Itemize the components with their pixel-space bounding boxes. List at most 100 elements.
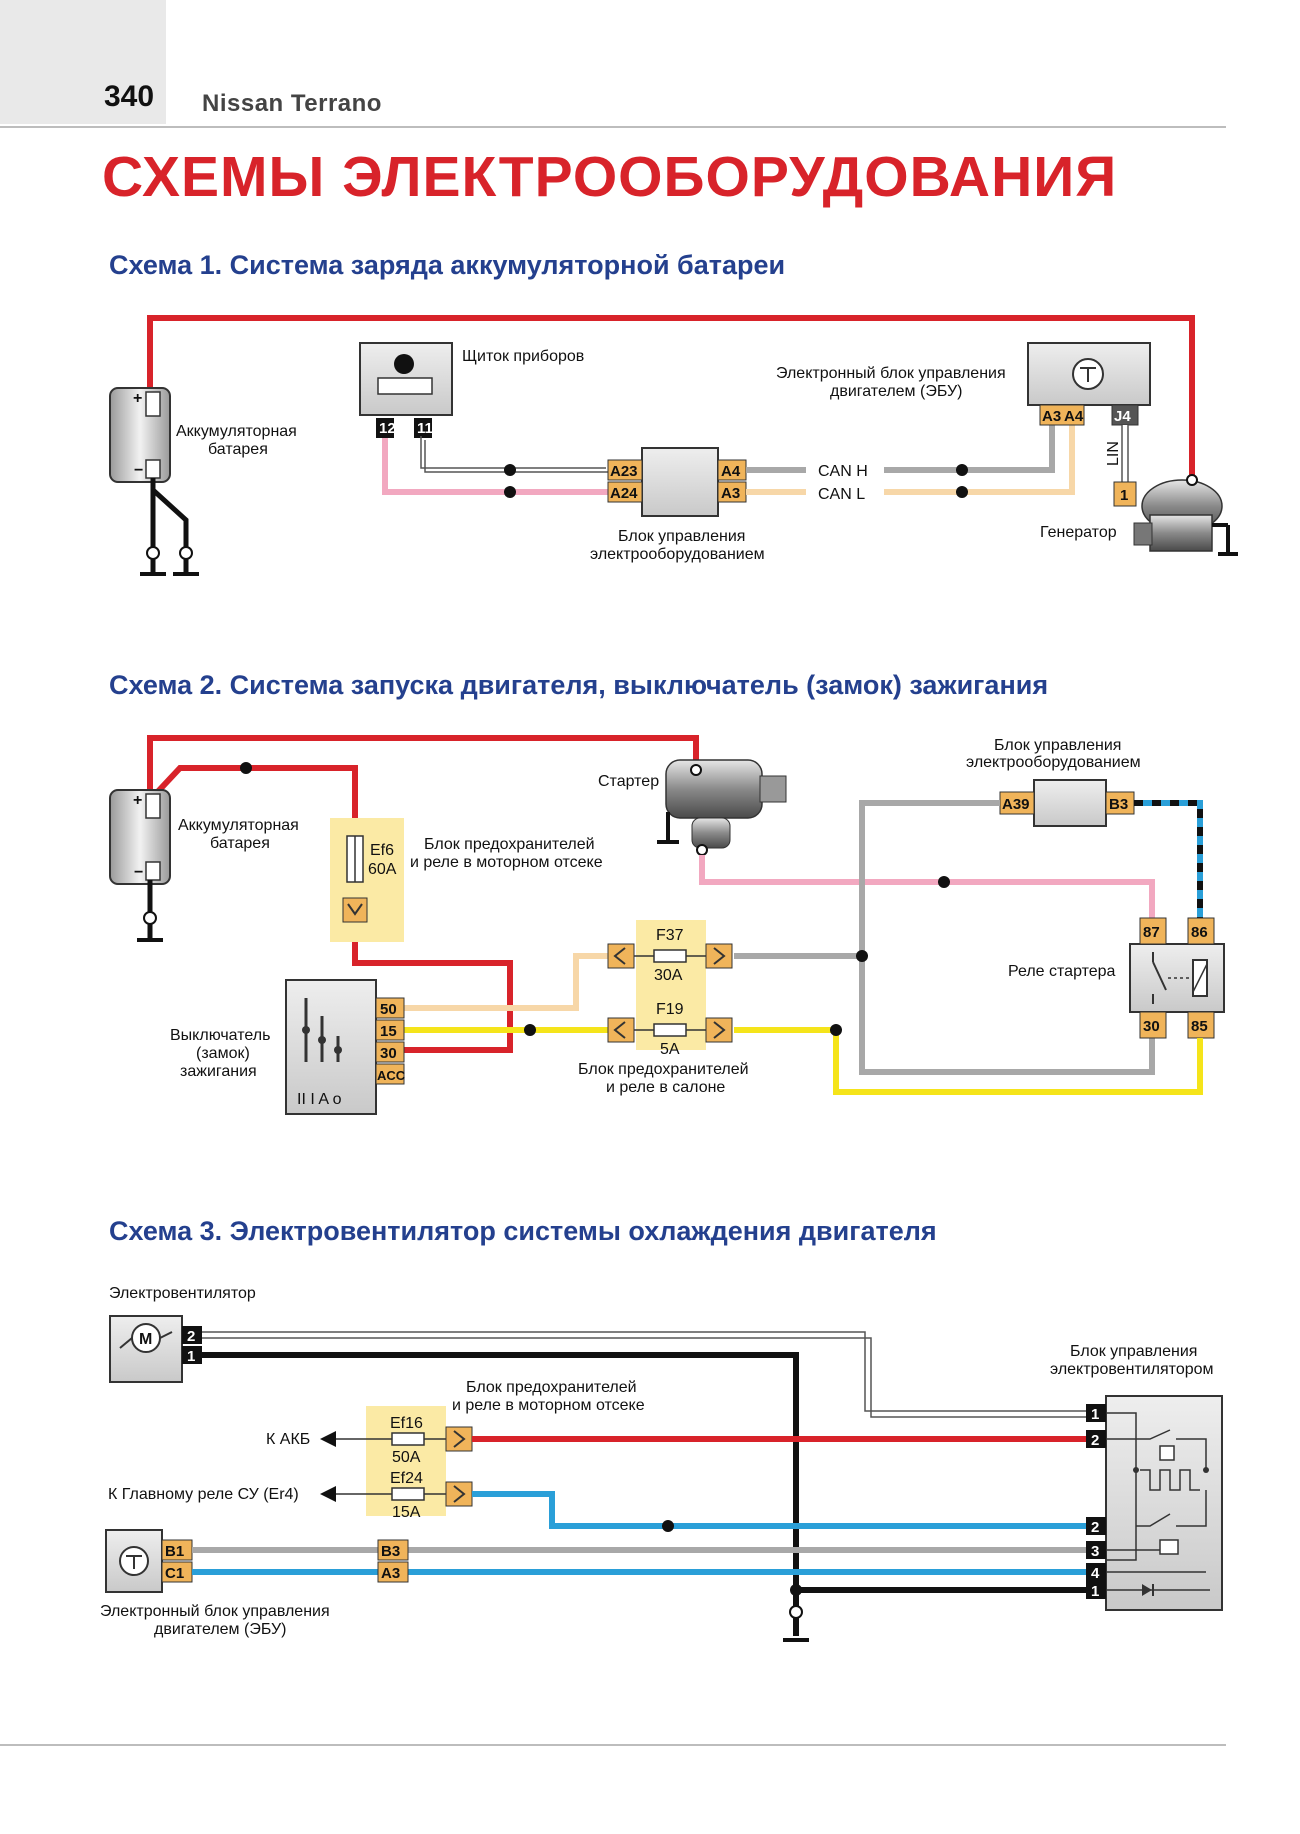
bcm-pin-b3: B3 bbox=[1109, 796, 1128, 813]
svg-text:50A: 50A bbox=[392, 1449, 421, 1466]
fuse-ef6: Ef6 60A bbox=[330, 818, 404, 942]
svg-text:Ef6: Ef6 bbox=[370, 842, 394, 859]
bcm-pin-a3: A3 bbox=[721, 485, 740, 502]
book-title: Nissan Terrano bbox=[202, 90, 382, 117]
scheme2-starter bbox=[657, 759, 787, 856]
scheme2-starter-label: Стартер bbox=[598, 773, 659, 790]
svg-text:60A: 60A bbox=[368, 861, 397, 878]
scheme3-diagram: Электровентилятор M 2 1 Блок предохранит… bbox=[100, 1285, 1223, 1642]
scheme2-diagram: + − Аккумуляторная батарея Ef6 60A Блок … bbox=[109, 735, 1225, 1115]
switch-positions: II I A o bbox=[297, 1091, 342, 1108]
svg-text:−: − bbox=[134, 462, 143, 479]
relay-pin-86: 86 bbox=[1191, 924, 1208, 941]
scheme2-bcm: A39 B3 bbox=[999, 779, 1135, 827]
scheme3-ecu-label: Электронный блок управления двигателем (… bbox=[100, 1603, 334, 1638]
scheme2-ignition-switch: 50 15 30 ACC II I A o bbox=[285, 979, 406, 1115]
scheme1-battery: + − bbox=[109, 387, 199, 576]
motor-symbol: M bbox=[139, 1331, 152, 1348]
fan-pin-1: 1 bbox=[187, 1348, 195, 1365]
svg-text:Ef16: Ef16 bbox=[390, 1415, 423, 1432]
scheme2-relay-label: Реле стартера bbox=[1008, 963, 1116, 980]
lin-label: LIN bbox=[1105, 441, 1122, 466]
cluster-pin-12: 12 bbox=[379, 420, 396, 437]
scheme2-battery-label: Аккумуляторная батарея bbox=[178, 817, 303, 852]
to-main-relay-label: К Главному реле СУ (Er4) bbox=[108, 1486, 299, 1503]
scheme1-generator: 1 bbox=[1113, 474, 1238, 556]
scheme2-engine-fusebox-label: Блок предохранителей и реле в моторном о… bbox=[410, 836, 603, 871]
scheme3-fan-controller: 1 2 2 3 4 1 bbox=[1086, 1395, 1223, 1611]
bcm-pin-a23: A23 bbox=[610, 463, 638, 480]
relay-pin-85: 85 bbox=[1191, 1018, 1208, 1035]
bcm-pin-a39: A39 bbox=[1002, 796, 1030, 813]
header-rule bbox=[0, 126, 1226, 128]
scheme1-battery-label: Аккумуляторная батарея bbox=[176, 423, 301, 458]
svg-text:+: + bbox=[133, 390, 142, 407]
switch-pin-50: 50 bbox=[380, 1001, 397, 1018]
fuse-f37: F37 30A bbox=[607, 927, 733, 984]
svg-text:+: + bbox=[133, 792, 142, 809]
scheme1-generator-label: Генератор bbox=[1040, 524, 1117, 541]
to-battery-label: К АКБ bbox=[266, 1431, 310, 1448]
ecu-pin-c1: C1 bbox=[165, 1565, 184, 1582]
scheme3-ecu: B1 C1 bbox=[105, 1529, 193, 1593]
scheme1-cluster-label: Щиток приборов bbox=[462, 348, 584, 365]
page-number: 340 bbox=[104, 80, 155, 113]
switch-pin-acc: ACC bbox=[377, 1068, 406, 1083]
scheme1-instrument-cluster: 12 11 bbox=[359, 342, 453, 438]
ctrl-pin-1a: 1 bbox=[1091, 1406, 1099, 1423]
svg-text:F19: F19 bbox=[656, 1001, 684, 1018]
fan-pin-2: 2 bbox=[187, 1328, 195, 1345]
scheme3-fusebox-label: Блок предохранителей и реле в моторном о… bbox=[452, 1379, 645, 1414]
scheme2-battery: + − bbox=[109, 789, 171, 942]
svg-text:30A: 30A bbox=[654, 967, 683, 984]
svg-text:Ef24: Ef24 bbox=[390, 1470, 423, 1487]
mid-pin-b3: B3 bbox=[381, 1543, 400, 1560]
page-corner-tab bbox=[0, 0, 166, 124]
scheme2-cabin-fusebox-label: Блок предохранителей и реле в салоне bbox=[578, 1061, 753, 1096]
scheme1-bcm-label: Блок управления электрооборудованием bbox=[590, 528, 765, 563]
fuse-f19: F19 5A bbox=[607, 1001, 733, 1058]
svg-text:−: − bbox=[134, 864, 143, 881]
scheme2-switch-label: Выключатель (замок) зажигания bbox=[170, 1027, 275, 1080]
ecu-pin-a4: A4 bbox=[1064, 408, 1084, 425]
scheme2-starter-relay: 87 86 30 85 bbox=[1129, 917, 1225, 1039]
fuse-ef16: Ef16 50A bbox=[320, 1415, 473, 1466]
bcm-pin-a4: A4 bbox=[721, 463, 741, 480]
ecu-pin-b1: B1 bbox=[165, 1543, 184, 1560]
scheme1-bcm: A23 A24 A4 A3 bbox=[607, 447, 747, 517]
ctrl-pin-2b: 2 bbox=[1091, 1519, 1099, 1536]
mid-pin-a3: A3 bbox=[381, 1565, 400, 1582]
svg-text:5A: 5A bbox=[660, 1041, 680, 1058]
scheme1-ecu-label: Электронный блок управления двигателем (… bbox=[776, 365, 1010, 400]
generator-pin-1: 1 bbox=[1120, 487, 1128, 504]
switch-pin-15: 15 bbox=[380, 1023, 397, 1040]
ctrl-pin-4: 4 bbox=[1091, 1565, 1100, 1582]
svg-text:15A: 15A bbox=[392, 1504, 421, 1521]
scheme3-fan-motor: M 2 1 bbox=[109, 1315, 202, 1383]
svg-text:F37: F37 bbox=[656, 927, 684, 944]
fuse-ef24: Ef24 15A bbox=[320, 1470, 473, 1521]
scheme1-ecu: A3 A4 J4 bbox=[1027, 342, 1151, 426]
footer-rule bbox=[0, 1744, 1226, 1746]
ctrl-pin-2a: 2 bbox=[1091, 1432, 1099, 1449]
page-title: СХЕМЫ ЭЛЕКТРООБОРУДОВАНИЯ bbox=[102, 145, 1118, 209]
scheme1-diagram: + − Аккумуляторная батарея 12 11 Щиток п… bbox=[109, 315, 1238, 576]
cluster-pin-11: 11 bbox=[417, 420, 433, 437]
relay-pin-30: 30 bbox=[1143, 1018, 1160, 1035]
switch-pin-30: 30 bbox=[380, 1045, 397, 1062]
relay-pin-87: 87 bbox=[1143, 924, 1160, 941]
can-h-label: CAN H bbox=[818, 463, 868, 480]
ecu-pin-j4: J4 bbox=[1114, 408, 1131, 425]
scheme3-title: Схема 3. Электровентилятор системы охлаж… bbox=[109, 1216, 937, 1246]
scheme2-bcm-label: Блок управления электрооборудованием bbox=[966, 737, 1141, 771]
ecu-pin-a3: A3 bbox=[1042, 408, 1061, 425]
scheme3-fan-label: Электровентилятор bbox=[109, 1285, 256, 1302]
ctrl-pin-1b: 1 bbox=[1091, 1583, 1099, 1600]
ctrl-pin-3: 3 bbox=[1091, 1543, 1099, 1560]
scheme1-title: Схема 1. Система заряда аккумуляторной б… bbox=[109, 250, 786, 280]
bcm-pin-a24: A24 bbox=[610, 485, 638, 502]
can-l-label: CAN L bbox=[818, 486, 865, 503]
scheme2-title: Схема 2. Система запуска двигателя, выкл… bbox=[109, 670, 1049, 700]
scheme3-fan-ctrl-label: Блок управления электровентилятором bbox=[1050, 1343, 1214, 1378]
